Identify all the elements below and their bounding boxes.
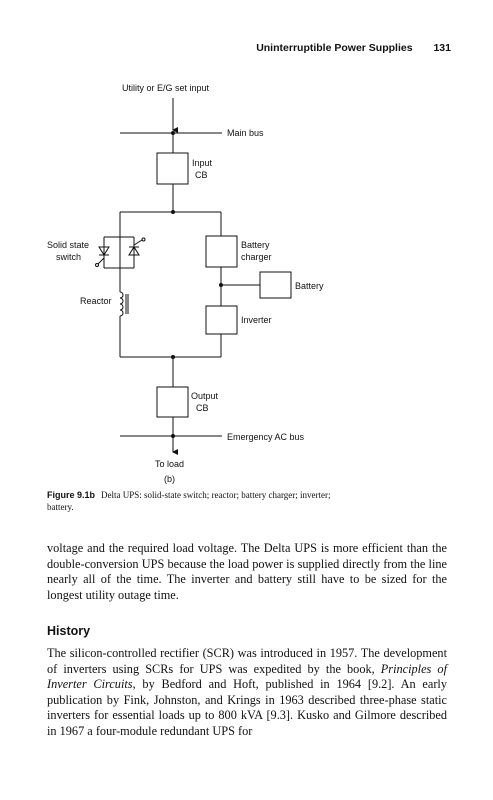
main-bus-label: Main bus <box>227 128 264 138</box>
utility-input-label: Utility or E/G set input <box>122 83 210 93</box>
inverter-label: Inverter <box>241 315 272 325</box>
solid-state-label-1: Solid state <box>47 240 89 250</box>
caption-text: Delta UPS: solid-state switch; reactor; … <box>47 490 331 512</box>
body-paragraph: The silicon-controlled rectifier (SCR) w… <box>47 646 447 740</box>
battery-label: Battery <box>295 281 324 291</box>
to-load-label: To load <box>155 459 184 469</box>
battery-charger-label-2: charger <box>241 252 272 262</box>
section-heading: History <box>47 624 91 638</box>
page-number: 131 <box>433 42 451 54</box>
junction-dot <box>171 355 175 359</box>
reactor-symbol <box>119 291 129 317</box>
junction-dot <box>171 434 175 438</box>
output-cb-label-2: CB <box>196 403 209 413</box>
battery-charger-box <box>205 235 238 268</box>
junction-dot <box>171 131 175 135</box>
reactor-label: Reactor <box>80 296 112 306</box>
output-cb-label-1: Output <box>191 391 219 401</box>
figure-sublabel: (b) <box>164 474 175 484</box>
output-cb-box <box>156 386 189 418</box>
figure-number: Figure 9.1b <box>47 490 96 500</box>
paragraph-text: , by Bedford and Hoft, published in 1964… <box>47 677 447 738</box>
battery-charger-label-1: Battery <box>241 240 270 250</box>
paragraph-text: The silicon-controlled rectifier (SCR) w… <box>47 646 447 676</box>
body-paragraph: voltage and the required load voltage. T… <box>47 541 447 602</box>
junction-dot <box>171 210 175 214</box>
delta-ups-diagram: Utility or E/G set input Main bus Input … <box>47 83 324 484</box>
running-header: Uninterruptible Power Supplies 131 <box>256 42 451 54</box>
junction-dot <box>219 283 223 287</box>
emergency-bus-label: Emergency AC bus <box>227 432 305 442</box>
input-cb-label-1: Input <box>192 158 213 168</box>
running-header-title: Uninterruptible Power Supplies <box>256 42 413 54</box>
solid-state-label-2: switch <box>56 252 81 262</box>
inverter-box <box>205 305 238 335</box>
battery-box <box>259 271 292 299</box>
solid-state-switch-symbol <box>95 237 146 267</box>
input-cb-label-2: CB <box>195 170 208 180</box>
book-title: Principles of Inverter Circuits <box>47 661 447 692</box>
input-cb-box <box>156 152 189 185</box>
